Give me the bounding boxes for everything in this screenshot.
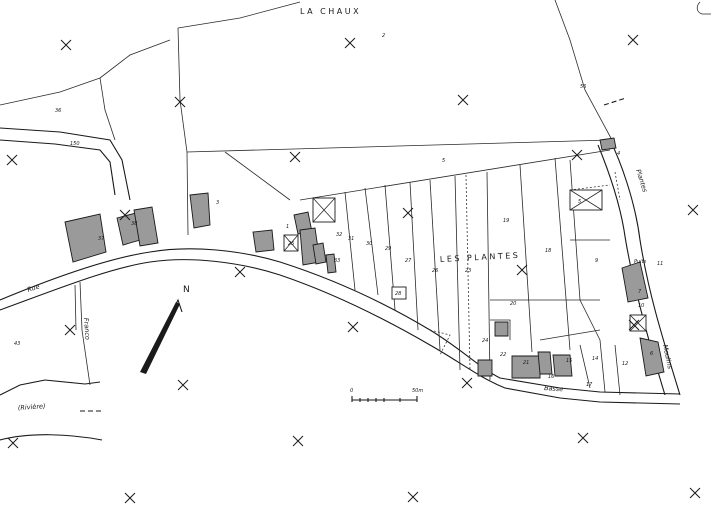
parcel-5b: 5 xyxy=(578,199,581,205)
parcel-25: 25 xyxy=(288,241,294,247)
plot-strips xyxy=(299,149,621,396)
label-puits: Puits xyxy=(634,259,647,265)
parcel-17: 17 xyxy=(586,382,593,388)
parcel-27: 27 xyxy=(405,258,412,264)
parcel-24: 24 xyxy=(482,338,488,344)
parcel-10: 10 xyxy=(638,303,644,309)
parcel-16: 16 xyxy=(548,374,554,380)
street-basse: Basse xyxy=(544,384,564,393)
parcel-33: 33 xyxy=(334,258,340,264)
north-arrow: N xyxy=(140,285,190,374)
parcel-11: 11 xyxy=(657,261,663,267)
street-rue: Rue xyxy=(26,282,40,294)
parcel-26: 26 xyxy=(432,268,438,274)
parcel-20: 20 xyxy=(510,301,516,307)
parcel-32: 32 xyxy=(336,232,342,238)
parcel-37: 37 xyxy=(98,236,105,242)
buildings xyxy=(64,137,665,379)
street-riviere: (Rivière) xyxy=(18,402,46,412)
parcel-19: 19 xyxy=(503,218,509,224)
parcel-4: 4 xyxy=(617,151,620,157)
scale-end: 50m xyxy=(412,388,423,394)
parcel-22: 22 xyxy=(500,352,506,358)
parcel-numbers: 2 3 5 9 10 12 14 15 18 19 20 21 22 23 24… xyxy=(14,33,663,388)
scale-zero: 0 xyxy=(350,388,353,394)
parcel-7: 7 xyxy=(638,289,642,295)
parcel-1: 1 xyxy=(286,224,289,230)
parcel-18: 18 xyxy=(545,248,551,254)
field-boundaries xyxy=(0,0,613,236)
parcel-150: 150 xyxy=(70,141,80,147)
parcel-28: 28 xyxy=(395,291,401,297)
parcel-43: 43 xyxy=(14,341,20,347)
street-franco: Franco xyxy=(82,318,92,341)
parcel-31: 31 xyxy=(348,236,354,242)
map-edge-mark xyxy=(696,1,711,15)
grid-crosses xyxy=(6,34,701,504)
parcel-30: 30 xyxy=(366,241,372,247)
parcel-38: 38 xyxy=(131,221,137,227)
north-label: N xyxy=(183,285,190,295)
dash-marker-2 xyxy=(603,97,627,106)
parcel-12: 12 xyxy=(622,361,628,367)
river xyxy=(0,281,103,441)
parcel-3: 3 xyxy=(216,200,219,206)
parcel-21: 21 xyxy=(523,360,529,366)
parcel-36: 36 xyxy=(55,108,61,114)
parcel-15: 15 xyxy=(566,358,572,364)
parcel-29: 29 xyxy=(385,246,391,252)
parcel-56: 56 xyxy=(580,84,586,90)
parcel-2: 2 xyxy=(382,33,385,39)
scale-bar: 0 50m xyxy=(350,388,423,402)
parcel-14: 14 xyxy=(592,356,598,362)
place-la-chaux: LA CHAUX xyxy=(300,7,361,16)
street-plantes: Plantes xyxy=(634,168,649,194)
parcel-9: 9 xyxy=(595,258,598,264)
parcel-23: 23 xyxy=(465,268,471,274)
place-les-plantes: LES PLANTES xyxy=(440,251,521,264)
parcel-6: 6 xyxy=(650,351,653,357)
parcel-5: 5 xyxy=(442,158,445,164)
